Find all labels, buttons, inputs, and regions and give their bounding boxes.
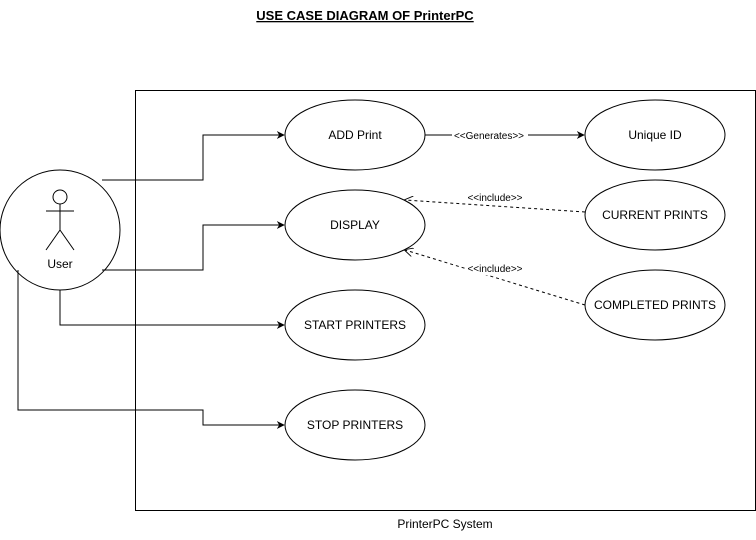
association-add-print — [102, 131, 285, 181]
relation-include-current — [405, 200, 586, 213]
system-label: PrinterPC System — [397, 517, 492, 531]
use-case-label: START PRINTERS — [304, 318, 406, 332]
use-case-label: CURRENT PRINTS — [602, 208, 708, 222]
diagram-title: USE CASE DIAGRAM OF PrinterPC — [256, 8, 474, 23]
use-case-completed-prints[interactable]: COMPLETED PRINTS — [584, 269, 726, 341]
actor-leg-left — [45, 229, 61, 251]
relation-label-bg — [465, 263, 525, 275]
relation-include-current-label: <<include>> — [467, 193, 522, 204]
actor-label: User — [47, 257, 72, 271]
relation-include-completed — [405, 250, 586, 306]
use-case-label: DISPLAY — [330, 218, 380, 232]
use-case-stop-printers[interactable]: STOP PRINTERS — [284, 389, 426, 461]
use-case-label: COMPLETED PRINTS — [594, 298, 716, 312]
use-case-label: Unique ID — [628, 128, 682, 142]
association-display — [102, 221, 285, 271]
use-case-label: ADD Print — [328, 128, 382, 142]
relation-generates-label: <<Generates>> — [454, 131, 524, 142]
use-case-display[interactable]: DISPLAY — [284, 189, 426, 261]
association-stop-printers — [17, 270, 285, 429]
actor-user[interactable]: User — [0, 169, 121, 291]
actor-leg-right — [59, 229, 75, 251]
association-start-printers — [59, 290, 285, 329]
use-case-start-printers[interactable]: START PRINTERS — [284, 289, 426, 361]
use-case-label: STOP PRINTERS — [307, 418, 403, 432]
actor-head-icon — [52, 189, 68, 205]
use-case-unique-id[interactable]: Unique ID — [584, 99, 726, 171]
use-case-add-print[interactable]: ADD Print — [284, 99, 426, 171]
use-case-current-prints[interactable]: CURRENT PRINTS — [584, 179, 726, 251]
relation-include-completed-label: <<include>> — [467, 264, 522, 275]
relation-label-bg — [452, 129, 528, 142]
